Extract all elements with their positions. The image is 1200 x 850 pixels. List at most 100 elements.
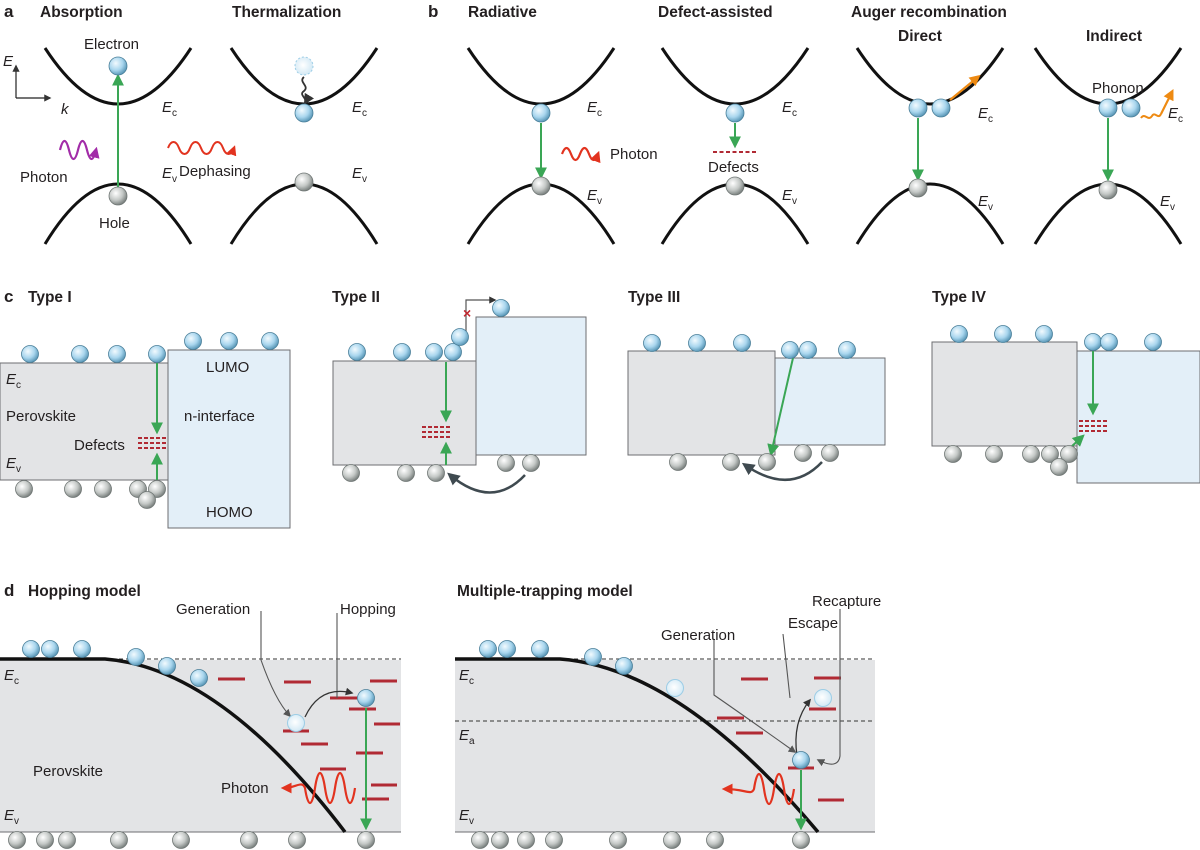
ec-label: E (782, 99, 793, 116)
trapping-electrons (479, 640, 633, 675)
electron (294, 103, 314, 123)
hole-transfer-arrow (1070, 434, 1085, 448)
phonon-label: Phonon (1092, 80, 1144, 97)
dephasing-label: Dephasing (179, 163, 251, 180)
type-1-title: Type I (28, 289, 72, 306)
panel-d: d Hopping model Multiple-trapping model … (0, 581, 881, 849)
hole (908, 178, 928, 198)
perovskite-block (931, 341, 1078, 447)
ec-label: E (587, 99, 598, 116)
blocked-injection-path (465, 296, 497, 334)
photon-wave (560, 146, 601, 164)
type-2-holes (342, 454, 540, 482)
ec-subscript: c (172, 108, 177, 119)
electron-initial-ghost (294, 56, 314, 76)
panel-letter-d: d (4, 581, 14, 600)
blocked-cross-icon: × (463, 305, 471, 321)
ev-label: E (1160, 193, 1171, 210)
ev-subscript: v (16, 464, 21, 475)
electron (531, 103, 551, 123)
photon-wave (721, 772, 796, 806)
hole (294, 172, 314, 192)
conduction-band-curve (855, 47, 1005, 106)
recapture-label: Recapture (812, 593, 881, 610)
generation-label: Generation (176, 601, 250, 618)
type-2-title: Type II (332, 289, 380, 306)
type-2-electrons (348, 299, 510, 361)
ec-subscript: c (1178, 114, 1183, 125)
perovskite-block (0, 362, 169, 481)
ec-label: E (162, 99, 173, 116)
panel-letter-a: a (4, 2, 14, 21)
absorption-title: Absorption (40, 4, 123, 21)
n-interface-label: n-interface (184, 408, 255, 425)
hole (531, 176, 551, 196)
trapping-model-title: Multiple-trapping model (457, 583, 633, 600)
panel-b: b Radiative Defect-assisted Auger recomb… (428, 2, 1183, 245)
perovskite-region (0, 660, 401, 832)
ev-label: E (4, 807, 15, 824)
ev-subscript: v (792, 196, 797, 207)
photon-label: Photon (20, 169, 68, 186)
ev-subscript: v (469, 816, 474, 827)
valence-band-curve (229, 182, 379, 245)
ev-subscript: v (597, 196, 602, 207)
ec-label: E (352, 99, 363, 116)
auger-title: Auger recombination (851, 4, 1007, 21)
type-4-title: Type IV (932, 289, 987, 306)
photon-label: Photon (610, 146, 658, 163)
type-1-holes (15, 480, 166, 509)
electron (908, 98, 928, 118)
ev-label: E (459, 807, 470, 824)
auger-direct-title: Direct (898, 28, 942, 45)
interface-block (1076, 350, 1200, 484)
electron (1098, 98, 1118, 118)
panel-a: a Absorption Thermalization E k E c E v … (3, 2, 379, 245)
relaxation-arrow (301, 76, 315, 105)
hole-label: Hole (99, 215, 130, 232)
ea-subscript: a (469, 736, 475, 747)
photon-wave (280, 771, 357, 805)
ec-label: E (1168, 105, 1179, 122)
band-tail-curve (0, 657, 347, 834)
ev-subscript: v (14, 816, 19, 827)
interface-block (774, 357, 886, 446)
hopping-holes (8, 831, 375, 849)
ev-label: E (352, 165, 363, 182)
ev-label: E (978, 193, 989, 210)
electron (931, 98, 951, 118)
type-4-electrons (950, 325, 1162, 351)
electron (357, 689, 375, 707)
perovskite-label: Perovskite (6, 408, 76, 425)
ev-label: E (6, 455, 17, 472)
ec-label: E (978, 105, 989, 122)
type-1-electrons (21, 332, 279, 363)
ev-subscript: v (362, 174, 367, 185)
photon-label: Photon (221, 780, 269, 797)
type-4-holes (944, 445, 1078, 476)
trap-states (717, 676, 844, 802)
interband-transfer-arrow (767, 357, 794, 457)
trapped-electron (792, 751, 810, 769)
generation-pointer (713, 640, 797, 753)
escape-label: Escape (788, 615, 838, 632)
ec-subscript: c (362, 108, 367, 119)
thermalization-title: Thermalization (232, 4, 341, 21)
auger-indirect-title: Indirect (1086, 28, 1142, 45)
defect-states (1079, 420, 1108, 432)
generated-electron (666, 679, 684, 697)
defects-label: Defects (74, 437, 125, 454)
ea-label: E (459, 727, 470, 744)
generation-pointer (260, 611, 292, 718)
electron-label: Electron (84, 36, 139, 53)
ec-label: E (459, 667, 470, 684)
radiative-title: Radiative (468, 4, 537, 21)
axis-e-label: E (3, 53, 14, 70)
hole (108, 186, 128, 206)
ev-subscript: v (988, 202, 993, 213)
electron (1121, 98, 1141, 118)
ec-subscript: c (16, 380, 21, 391)
homo-label: HOMO (206, 504, 253, 521)
energy-momentum-axes: E k (3, 53, 70, 118)
